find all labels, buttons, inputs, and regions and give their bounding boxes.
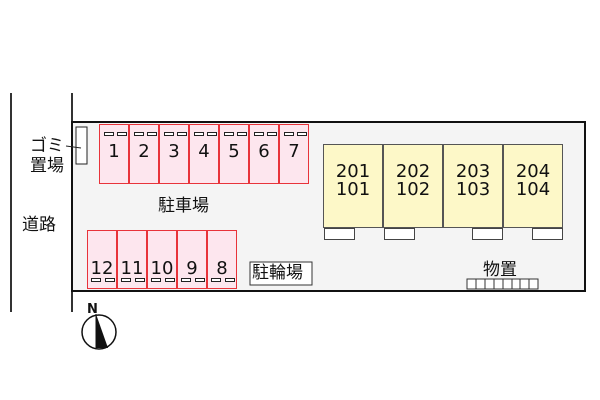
parking-stall: 10 bbox=[147, 230, 177, 289]
road-label: 道路 bbox=[22, 215, 56, 235]
stall-number: 12 bbox=[90, 258, 114, 279]
wheel-stop bbox=[225, 278, 235, 282]
parking-stall: 2 bbox=[129, 124, 159, 184]
parking-stall: 3 bbox=[159, 124, 189, 184]
parking-stall: 11 bbox=[117, 230, 147, 289]
stall-number: 10 bbox=[150, 258, 174, 279]
wheel-stop bbox=[117, 132, 127, 136]
wheel-stop bbox=[165, 278, 175, 282]
stall-number: 11 bbox=[120, 258, 144, 279]
unit-porch bbox=[384, 228, 415, 240]
storage-label: 物置 bbox=[483, 260, 517, 280]
unit-upper-number: 203 bbox=[455, 161, 491, 182]
unit-upper-number: 202 bbox=[395, 161, 431, 182]
parking-stall: 9 bbox=[177, 230, 207, 289]
unit-lower-number: 104 bbox=[515, 179, 551, 200]
wheel-stop bbox=[284, 132, 294, 136]
north-label: N bbox=[87, 302, 98, 317]
parking-stall: 6 bbox=[249, 124, 279, 184]
compass-icon bbox=[81, 314, 117, 350]
stall-number: 1 bbox=[108, 141, 120, 162]
wheel-stop bbox=[164, 132, 174, 136]
wheel-stop bbox=[297, 132, 307, 136]
parking-stall: 5 bbox=[219, 124, 249, 184]
unit-lower-number: 102 bbox=[395, 179, 431, 200]
wheel-stop bbox=[224, 132, 234, 136]
wheel-stop bbox=[254, 132, 264, 136]
parking-stall: 8 bbox=[207, 230, 237, 289]
wheel-stop bbox=[134, 132, 144, 136]
bicycle-parking-label: 駐輪場 bbox=[252, 263, 303, 283]
wheel-stop bbox=[135, 278, 145, 282]
parking-stall: 7 bbox=[279, 124, 309, 184]
wheel-stop bbox=[105, 278, 115, 282]
wheel-stop bbox=[121, 278, 131, 282]
wheel-stop bbox=[181, 278, 191, 282]
stall-number: 9 bbox=[186, 258, 198, 279]
parking-stall: 1 bbox=[99, 124, 129, 184]
wheel-stop bbox=[151, 278, 161, 282]
parking-stall: 12 bbox=[87, 230, 117, 289]
wheel-stop bbox=[211, 278, 221, 282]
garbage-area-box bbox=[75, 126, 88, 165]
parking-stall: 4 bbox=[189, 124, 219, 184]
unit-porch bbox=[472, 228, 503, 240]
wheel-stop bbox=[195, 278, 205, 282]
wheel-stop bbox=[91, 278, 101, 282]
unit-upper-number: 204 bbox=[515, 161, 551, 182]
unit-lower-number: 103 bbox=[455, 179, 491, 200]
unit-porch bbox=[324, 228, 355, 240]
unit-upper-number: 201 bbox=[335, 161, 371, 182]
stall-number: 8 bbox=[216, 258, 228, 279]
garbage-leader-line bbox=[65, 145, 82, 149]
parking-label: 駐車場 bbox=[158, 196, 209, 216]
stall-number: 6 bbox=[258, 141, 270, 162]
garbage-label-line1: ゴミ bbox=[30, 136, 64, 156]
storage-shed bbox=[466, 278, 539, 290]
stall-number: 7 bbox=[288, 141, 300, 162]
wheel-stop bbox=[237, 132, 247, 136]
garbage-label-line2: 置場 bbox=[30, 156, 64, 176]
wheel-stop bbox=[194, 132, 204, 136]
stall-number: 2 bbox=[138, 141, 150, 162]
unit-lower-number: 101 bbox=[335, 179, 371, 200]
wheel-stop bbox=[267, 132, 277, 136]
wheel-stop bbox=[207, 132, 217, 136]
wheel-stop bbox=[147, 132, 157, 136]
stall-number: 5 bbox=[228, 141, 240, 162]
wheel-stop bbox=[104, 132, 114, 136]
stall-number: 3 bbox=[168, 141, 180, 162]
wheel-stop bbox=[177, 132, 187, 136]
unit-porch bbox=[532, 228, 563, 240]
stall-number: 4 bbox=[198, 141, 210, 162]
bicycle-parking-box bbox=[249, 261, 313, 286]
